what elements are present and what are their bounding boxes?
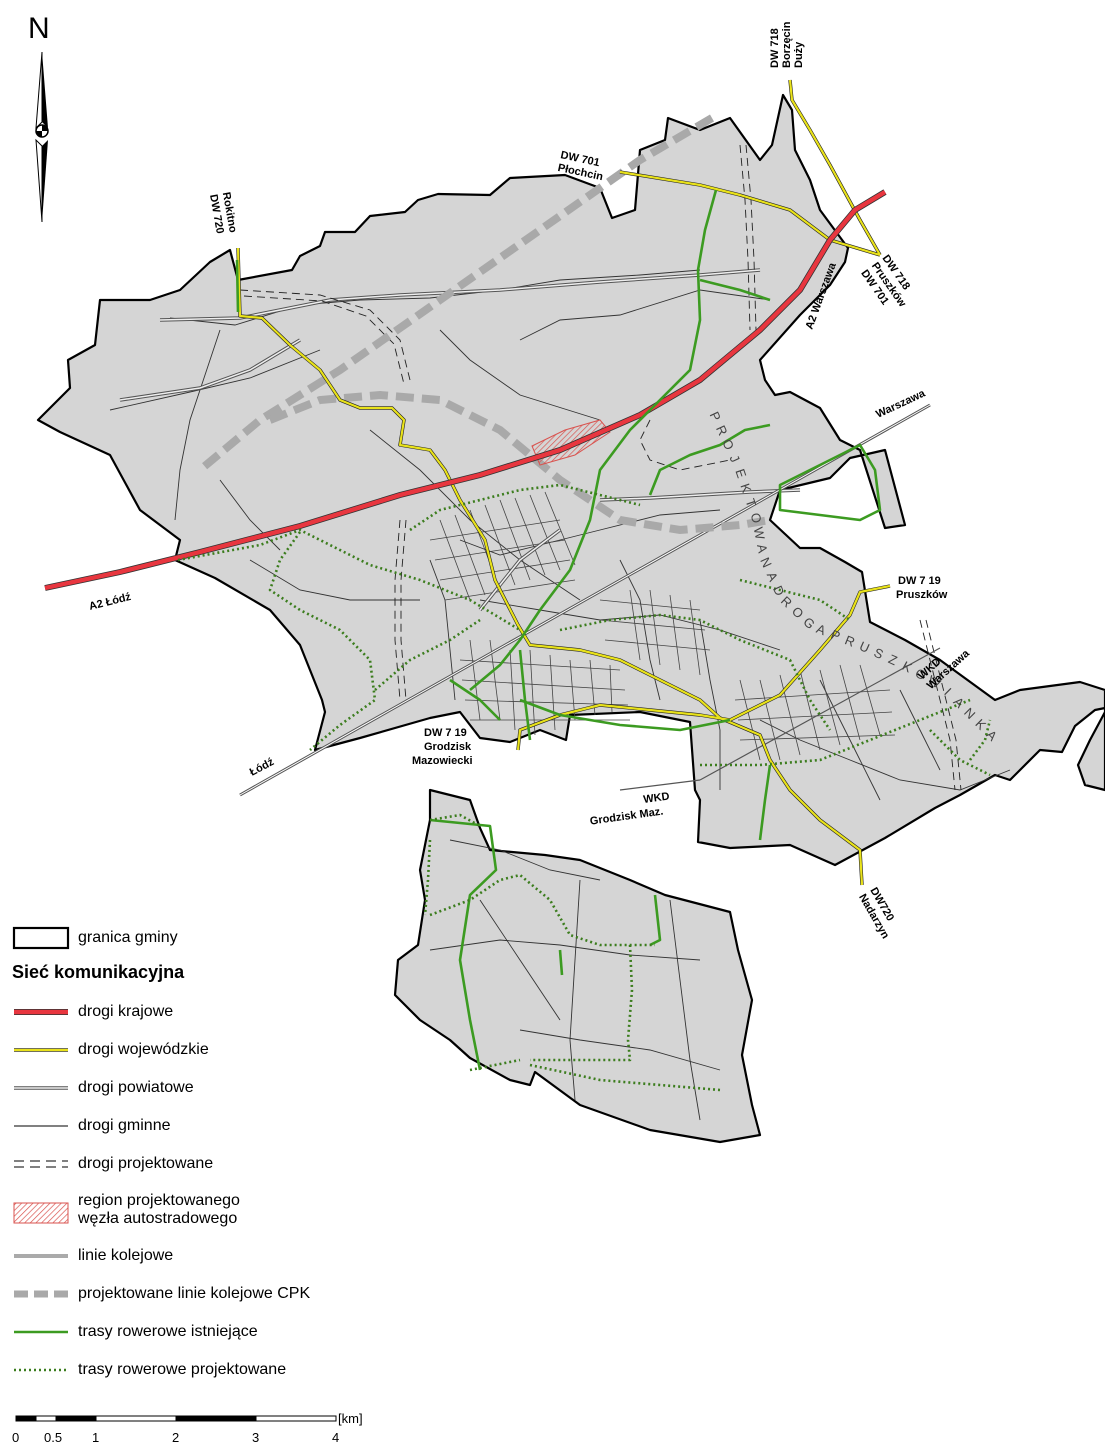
scale-tick-1: 1 — [92, 1430, 99, 1445]
svg-text:Borzęcin: Borzęcin — [781, 21, 793, 68]
legend-boundary-label: granica gminy — [78, 929, 178, 946]
cpk-road-letter: Z — [886, 651, 903, 670]
svg-text:WKD: WKD — [643, 790, 671, 806]
legend-label-bike-planned: trasy rowerowe projektowane — [78, 1361, 287, 1378]
label-a2-lodz: A2 Łódź — [88, 591, 133, 613]
label-wkd-grodzisk: WKD Grodzisk Maz. — [589, 790, 671, 828]
cpk-railway-symbol-icon — [14, 1290, 68, 1298]
bike-planned-symbol-icon — [14, 1368, 68, 1372]
legend-item-commune: drogi gminne — [12, 1114, 171, 1138]
commune-road-symbol-icon — [14, 1125, 68, 1127]
legend-item-junction: region projektowanego węzła autostradowe… — [12, 1190, 240, 1230]
scale-bar: [km] 0 0.5 1 2 3 4 — [12, 1411, 363, 1445]
legend-item-voivodeship: drogi wojewódzkie — [12, 1038, 209, 1062]
urban-street-grid — [429, 491, 896, 761]
svg-text:DW 7 19: DW 7 19 — [424, 727, 467, 739]
cpk-road-letter: P — [829, 627, 846, 646]
legend-item-national: drogi krajowe — [12, 1000, 173, 1024]
cpk-road-letter: S — [872, 645, 890, 664]
legend-label-bike-existing: trasy rowerowe istniejące — [78, 1323, 258, 1340]
bike-existing-symbol-icon — [14, 1330, 68, 1334]
label-dw720-rokitno: DW 720 Rokitno — [207, 191, 239, 234]
label-warszawa-rail: Warszawa — [874, 387, 928, 421]
cpk-road-letter: W — [751, 526, 769, 545]
legend-label-voivodeship: drogi wojewódzkie — [78, 1041, 209, 1058]
scale-tick-0: 0 — [12, 1430, 19, 1445]
legend-label-county: drogi powiatowe — [78, 1079, 194, 1096]
voivodeship-roads-fill — [236, 79, 891, 886]
legend-item-bike-planned: trasy rowerowe projektowane — [12, 1358, 286, 1382]
legend-item-rail: linie kolejowe — [12, 1244, 173, 1268]
legend-boundary: granica gminy — [12, 926, 178, 950]
legend-label-commune: drogi gminne — [78, 1117, 171, 1134]
cpk-road-letter: O — [913, 665, 933, 685]
cpk-road-letter: N — [757, 555, 776, 573]
scale-unit: [km] — [338, 1411, 363, 1426]
cpk-road-letter: K — [900, 658, 918, 677]
north-arrow-icon: N — [28, 12, 50, 223]
boundary-symbol-icon — [12, 926, 70, 950]
railway-symbol-icon — [14, 1254, 68, 1258]
legend-label-rail: linie kolejowe — [78, 1247, 174, 1264]
cpk-road-letter: W — [925, 672, 946, 693]
label-dw720-nadarzyn: DW720 Nadarzyn — [856, 886, 896, 942]
cpk-road-letter: P — [707, 409, 726, 427]
commune-roads — [109, 269, 1011, 1121]
scale-tick-3: 3 — [252, 1430, 259, 1445]
cpk-road-letter: A — [754, 543, 771, 558]
scale-tick-4: 4 — [332, 1430, 339, 1445]
national-road-a2-fill — [44, 190, 887, 591]
label-dw718-pruszkow: DW 718 Pruszków DW 701 — [858, 253, 912, 310]
label-dw719-grodzisk: DW 7 19 Grodzisk Mazowiecki — [412, 727, 473, 767]
railway-lines — [239, 403, 941, 797]
cpk-road-letter: R — [713, 423, 732, 441]
legend-item-planned: drogi projektowane — [12, 1152, 213, 1176]
legend-label-national: drogi krajowe — [78, 1003, 174, 1020]
cpk-road-letter: T — [743, 497, 761, 513]
svg-text:Pruszków: Pruszków — [896, 589, 948, 601]
bike-routes-planned — [177, 483, 992, 1092]
cpk-road-letter: E — [732, 467, 750, 484]
cpk-road-letter: R — [843, 632, 861, 651]
legend-label-junction: region projektowanego węzła autostradowe… — [78, 1192, 240, 1227]
national-road-symbol-icon — [14, 1009, 68, 1015]
svg-text:Grodzisk Maz.: Grodzisk Maz. — [589, 806, 664, 828]
bike-routes-existing — [235, 189, 882, 1071]
cpk-planned-railway — [197, 114, 771, 535]
svg-text:DW 7 19: DW 7 19 — [898, 575, 941, 587]
legend-item-bike-existing: trasy rowerowe istniejące — [12, 1320, 258, 1344]
legend-item-cpk-rail: projektowane linie kolejowe CPK — [12, 1282, 310, 1306]
cpk-road-letter: O — [719, 437, 739, 456]
svg-text:Mazowiecki: Mazowiecki — [412, 755, 473, 767]
legend-heading: Sieć komunikacyjna — [12, 962, 185, 982]
cpk-road-letter: A — [814, 621, 831, 640]
label-dw718-borzecin: DW 718 Borzęcin Duży — [769, 21, 805, 68]
cpk-road-letter: A — [764, 570, 783, 588]
north-label: N — [28, 12, 50, 45]
legend-label-cpk-rail: projektowane linie kolejowe CPK — [78, 1285, 311, 1302]
planned-road-symbol-icon — [14, 1160, 68, 1168]
svg-text:DW 718: DW 718 — [769, 28, 781, 68]
scale-segments — [15, 1415, 337, 1422]
legend-item-county: drogi powiatowe — [12, 1076, 194, 1100]
cpk-road-letter: K — [737, 482, 755, 499]
voivodeship-road-symbol-icon — [14, 1048, 68, 1052]
legend-label-planned: drogi projektowane — [78, 1155, 214, 1172]
scale-tick-2: 2 — [172, 1430, 179, 1445]
cpk-road-letter: D — [770, 583, 789, 601]
scale-tick-0-5: 0.5 — [44, 1430, 62, 1445]
junction-region-symbol-icon — [13, 1202, 69, 1224]
svg-text:Duży: Duży — [793, 41, 805, 68]
svg-text:Grodzisk: Grodzisk — [424, 741, 472, 753]
label-dw719-pruszkow: DW 7 19 Pruszków — [896, 575, 948, 601]
municipality-north — [36, 93, 1105, 867]
cpk-road-letter: U — [857, 638, 875, 657]
county-road-symbol-icon — [14, 1086, 68, 1090]
cpk-road-letter: O — [748, 512, 765, 529]
